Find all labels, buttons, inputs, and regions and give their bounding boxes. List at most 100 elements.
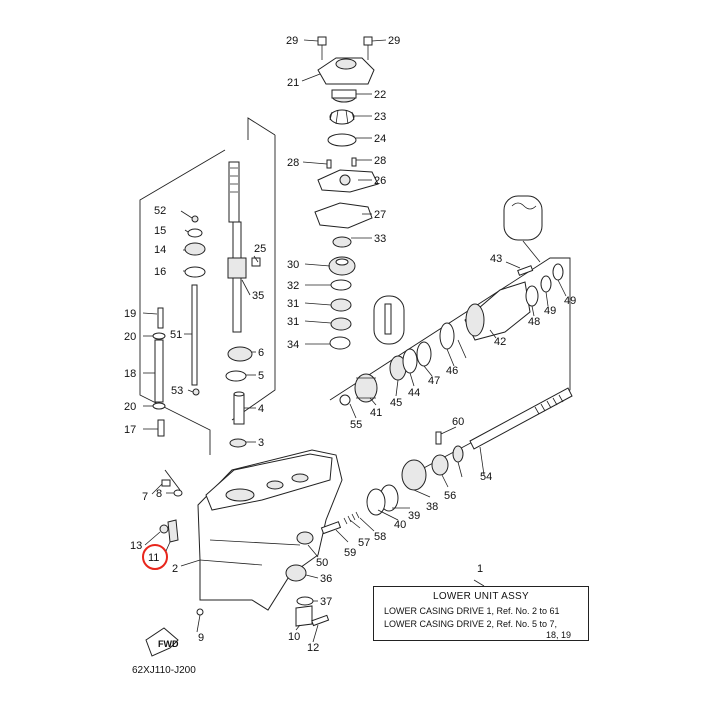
oil-seal-48[interactable] <box>525 285 539 307</box>
oil-seal-49-a[interactable] <box>540 275 552 293</box>
washer-8[interactable] <box>173 489 183 497</box>
shift-plunger-59[interactable] <box>320 521 342 535</box>
label-4: 4 <box>258 403 264 415</box>
label-28b: 28 <box>374 155 386 167</box>
spring-58[interactable] <box>343 511 360 525</box>
circlip[interactable] <box>191 215 199 223</box>
nut-13[interactable] <box>159 524 169 534</box>
label-13: 13 <box>130 540 142 552</box>
label-29b: 29 <box>388 35 400 47</box>
label-29a: 29 <box>286 35 298 47</box>
shift-rod-pin[interactable] <box>192 388 200 396</box>
plug-50[interactable] <box>296 531 314 545</box>
label-37: 37 <box>320 596 332 608</box>
shim-47[interactable] <box>416 341 432 367</box>
label-8: 8 <box>156 488 162 500</box>
label-54: 54 <box>480 471 492 483</box>
label-41: 41 <box>370 407 382 419</box>
o-ring-16[interactable] <box>184 266 206 278</box>
shift-rod-bushing[interactable] <box>184 242 206 256</box>
label-5: 5 <box>258 370 264 382</box>
water-pump-housing[interactable] <box>317 36 375 85</box>
bearing[interactable] <box>227 346 253 362</box>
shift-plunger-pin[interactable] <box>435 431 442 445</box>
needle-bearing[interactable] <box>229 438 247 448</box>
label-10: 10 <box>288 631 300 643</box>
label-16: 16 <box>154 266 166 278</box>
grommet-17[interactable] <box>157 419 165 437</box>
water-tube[interactable] <box>154 339 164 403</box>
label-20b: 20 <box>124 401 136 413</box>
o-ring-46[interactable] <box>439 322 455 350</box>
label-55: 55 <box>350 419 362 431</box>
impeller[interactable] <box>329 109 355 125</box>
shim-44[interactable] <box>402 348 418 374</box>
oil-seal-31-a[interactable] <box>330 298 352 312</box>
label-42: 42 <box>494 336 506 348</box>
circlip-55[interactable] <box>452 445 464 463</box>
forward-gear[interactable] <box>401 459 427 491</box>
leader-lines <box>142 39 567 643</box>
o-ring[interactable] <box>327 133 357 147</box>
drive-shaft[interactable] <box>227 161 247 333</box>
assy-line-3: 18, 19 <box>546 630 572 640</box>
shim-40[interactable] <box>366 488 386 516</box>
label-32: 32 <box>287 280 299 292</box>
clip-icon-b <box>503 195 543 241</box>
bolt-7[interactable] <box>161 479 171 487</box>
oil-seal[interactable] <box>332 236 352 248</box>
shim-55[interactable] <box>339 394 351 406</box>
pinion-gear[interactable] <box>354 373 378 403</box>
anode-11[interactable] <box>167 519 179 543</box>
label-39: 39 <box>408 510 420 522</box>
oil-seal-housing[interactable] <box>328 256 356 276</box>
screw-9[interactable] <box>196 608 204 616</box>
label-1: 1 <box>477 563 483 575</box>
oil-seal-31-b[interactable] <box>330 317 352 331</box>
o-ring-32[interactable] <box>330 279 352 291</box>
shim[interactable] <box>225 370 247 382</box>
label-17: 17 <box>124 424 136 436</box>
bolt-12[interactable] <box>311 614 330 627</box>
label-49b: 49 <box>564 295 576 307</box>
washer[interactable] <box>329 336 351 350</box>
label-52: 52 <box>154 205 166 217</box>
label-46: 46 <box>446 365 458 377</box>
propeller-shaft-housing[interactable] <box>464 281 531 341</box>
label-36: 36 <box>320 573 332 585</box>
insert-cartridge[interactable] <box>331 89 357 103</box>
label-15: 15 <box>154 225 166 237</box>
dowel-pin-19[interactable] <box>157 307 164 329</box>
dog-clutch[interactable] <box>431 454 449 476</box>
drive-shaft-pin[interactable] <box>251 257 261 267</box>
shift-rod[interactable] <box>191 284 198 386</box>
trim-tab[interactable] <box>295 605 313 627</box>
clamp-20-b[interactable] <box>152 402 166 410</box>
oil-seal-49-b[interactable] <box>552 263 564 281</box>
label-18: 18 <box>124 368 136 380</box>
label-45: 45 <box>390 397 402 409</box>
label-34: 34 <box>287 339 299 351</box>
plug-37[interactable] <box>296 596 314 606</box>
propeller-shaft[interactable] <box>469 387 573 450</box>
outer-plate-cartridge[interactable] <box>317 157 379 193</box>
shift-rod-seal[interactable] <box>187 228 203 238</box>
anode-36[interactable] <box>285 564 307 582</box>
drive-shaft-sleeve[interactable] <box>233 391 245 425</box>
label-33: 33 <box>374 233 386 245</box>
label-19: 19 <box>124 308 136 320</box>
fwd-label: FWD <box>158 639 179 649</box>
gasket[interactable] <box>314 202 373 229</box>
label-50: 50 <box>316 557 328 569</box>
label-23: 23 <box>374 111 386 123</box>
label-24: 24 <box>374 133 386 145</box>
label-9: 9 <box>198 632 204 644</box>
lower-casing[interactable] <box>197 449 343 611</box>
bolt-43[interactable] <box>517 265 534 276</box>
label-26: 26 <box>374 175 386 187</box>
label-3: 3 <box>258 437 264 449</box>
label-59: 59 <box>344 547 356 559</box>
label-31b: 31 <box>287 316 299 328</box>
clamp-20-a[interactable] <box>152 332 166 340</box>
